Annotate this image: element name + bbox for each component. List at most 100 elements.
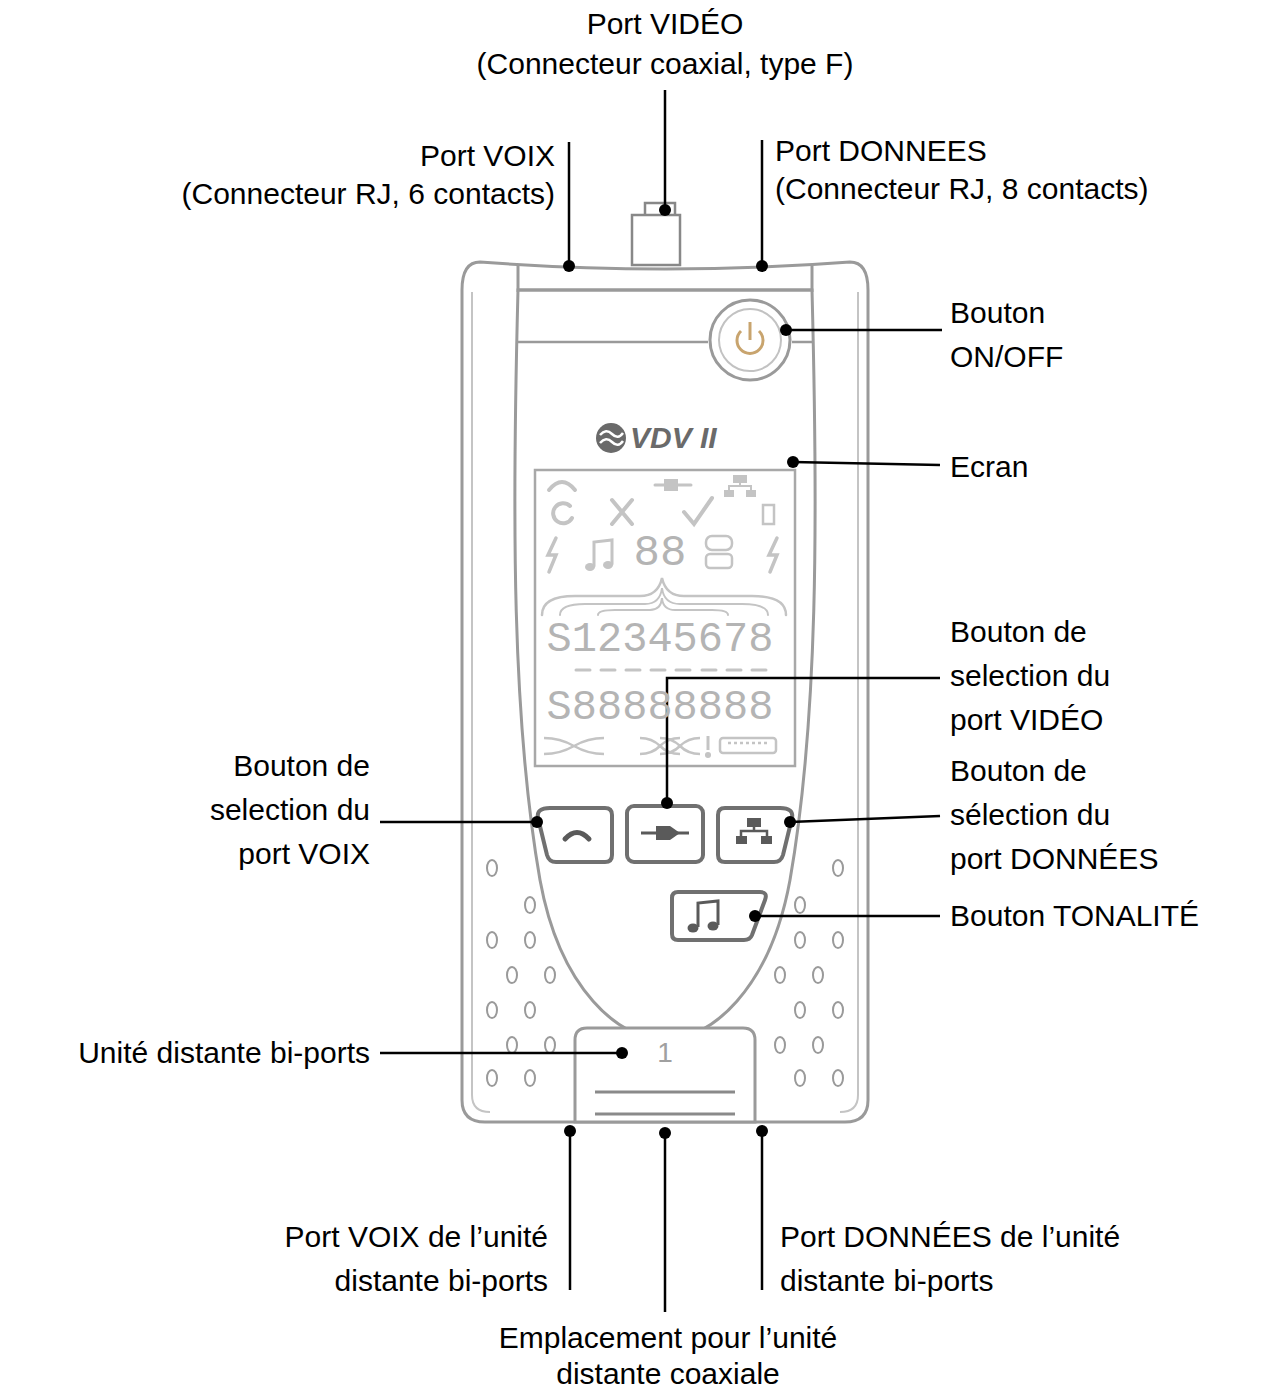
leader-dot	[659, 1127, 671, 1139]
tester-housing	[462, 262, 868, 1122]
grip-dot	[525, 932, 535, 948]
leader-line	[786, 329, 942, 332]
lcd-segment	[676, 669, 690, 672]
callout-label: Bouton ON/OFF	[950, 291, 1090, 379]
voltage-icon	[769, 538, 777, 572]
leader-line	[664, 90, 667, 210]
remote-unit-body	[575, 1028, 755, 1122]
lcd-segment	[651, 669, 665, 672]
leader-dot	[749, 910, 761, 922]
power-button-ring	[710, 300, 790, 380]
logo-text: VDV II	[630, 421, 790, 455]
pair-bracket	[560, 588, 768, 615]
data-button	[718, 808, 792, 862]
leader-dot	[563, 260, 575, 272]
line-spacer	[750, 4, 865, 6]
refresh-icon	[553, 503, 572, 523]
grip-dot	[487, 932, 497, 948]
jack-icon	[720, 738, 776, 753]
housing-rail	[517, 266, 520, 292]
leader-dot	[661, 797, 673, 809]
power-button-cap	[719, 309, 781, 371]
grip-dot	[487, 860, 497, 876]
connector-status-icon	[706, 554, 732, 568]
power-icon	[749, 322, 752, 340]
leader-line	[380, 1052, 622, 1055]
callout-label: Unité distante bi-ports	[10, 1031, 370, 1075]
leader-dot	[780, 324, 792, 336]
callout-label: Bouton de selection du port VIDÉO	[950, 610, 1135, 742]
callout-label: Port DONNEES (Connecteur RJ, 8 contacts)	[775, 132, 1185, 208]
lcd-segment	[702, 669, 716, 672]
network-icon	[761, 836, 772, 844]
grip-dot	[507, 967, 517, 983]
grip-dot	[813, 1037, 823, 1053]
warning-mark	[706, 753, 710, 757]
leader-line	[380, 821, 537, 824]
callout-label: Port VOIX (Connecteur RJ, 6 contacts)	[145, 137, 555, 213]
lcd-segment	[727, 669, 741, 672]
top-strip-line	[518, 289, 812, 292]
jack-icon	[728, 742, 768, 745]
logo-swirl	[600, 439, 623, 445]
pass-check	[684, 498, 712, 524]
leader-line	[761, 1131, 764, 1290]
warning-mark	[707, 736, 710, 750]
line-spacer	[145, 137, 355, 139]
network-icon	[736, 836, 747, 844]
housing-rail	[472, 292, 490, 1112]
split-pair-icon	[640, 738, 700, 754]
lcd-digits: 88	[620, 528, 700, 578]
lcd-icons	[542, 475, 786, 615]
leader-dot	[564, 1125, 576, 1137]
logo-swirl	[600, 431, 623, 437]
phone-icon	[565, 833, 589, 840]
leader-line	[664, 1133, 667, 1312]
fail-cross	[612, 500, 632, 524]
tone-icon	[698, 901, 718, 927]
leader-dot	[616, 1047, 628, 1059]
leader-dot	[659, 204, 671, 216]
leader-line	[569, 1131, 572, 1290]
video-button	[627, 806, 703, 862]
lcd-bottom-icons	[544, 736, 776, 757]
grip-dot	[795, 897, 805, 913]
network-icon	[733, 475, 747, 483]
grip-dot	[545, 1037, 555, 1053]
lcd-digits: S12345678	[535, 615, 785, 665]
grip-dot	[507, 1037, 517, 1053]
connector-status-icon	[706, 536, 732, 550]
remote-unit	[575, 1028, 755, 1122]
lcd-segments	[576, 669, 766, 672]
grip-dot	[833, 932, 843, 948]
callout-label: Port VOIX de l’unité distante bi-ports	[278, 1215, 548, 1303]
grip-dot	[795, 932, 805, 948]
grip-dot	[833, 860, 843, 876]
leader-dot	[756, 1125, 768, 1137]
housing-rail	[811, 266, 814, 292]
remote-unit-groove	[595, 1091, 735, 1094]
grip-dot	[525, 897, 535, 913]
leader-line	[568, 142, 571, 266]
callout-label: Ecran	[950, 445, 1150, 489]
grip-dot	[545, 967, 555, 983]
f-connector	[632, 203, 680, 265]
grip-dot	[487, 1070, 497, 1086]
video-button-shape	[627, 806, 703, 862]
callout-label: Bouton de sélection du port DONNÉES	[950, 749, 1164, 881]
callout-label: Port DONNÉES de l’unité distante bi-port…	[780, 1215, 1130, 1303]
callout-label: Emplacement pour l’unité distante coaxia…	[488, 1320, 848, 1392]
callout-label: Bouton de selection du port VOIX	[185, 744, 370, 876]
grip-dot	[833, 1002, 843, 1018]
leader-dots	[531, 204, 799, 1139]
line-spacer	[465, 4, 580, 6]
data-button-shape	[718, 808, 792, 862]
lcd-segment	[626, 669, 640, 672]
leader-dot	[756, 260, 768, 272]
unit-number: 1	[645, 1035, 685, 1071]
network-icon	[741, 827, 767, 836]
leader-line	[761, 140, 764, 266]
power-button	[710, 300, 790, 380]
top-strip-line	[792, 341, 814, 344]
